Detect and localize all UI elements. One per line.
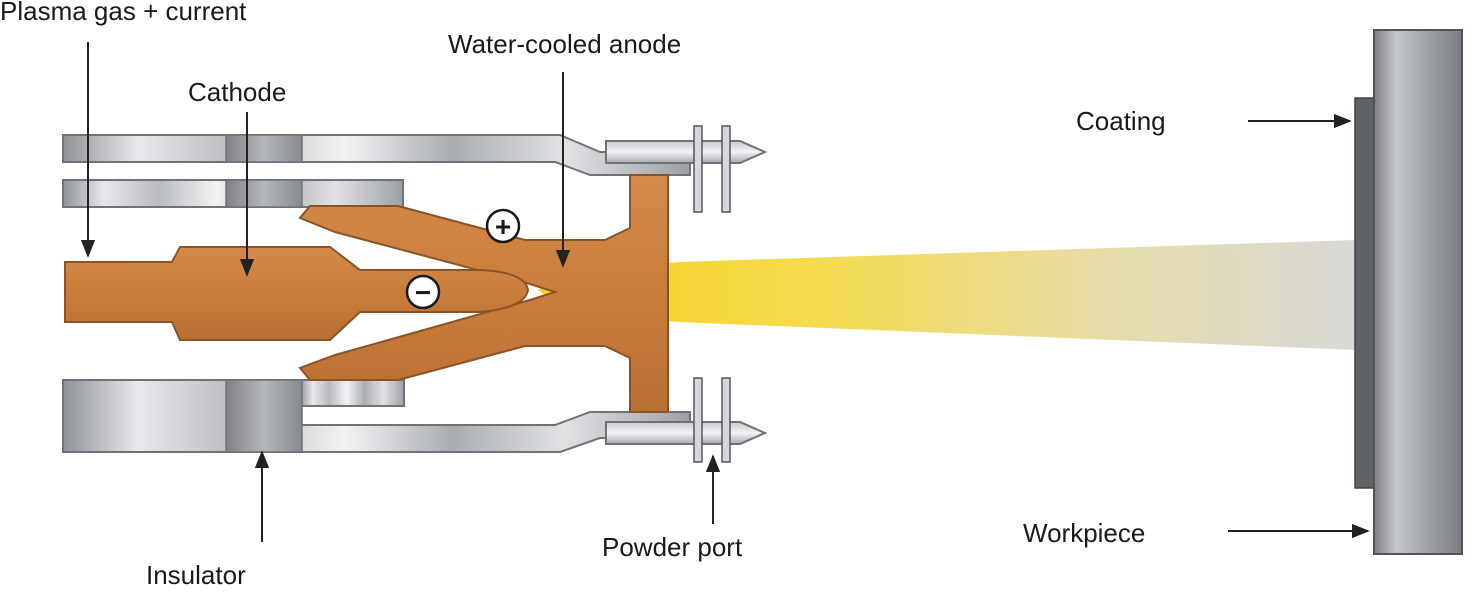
label-plasma-gas: Plasma gas + current: [0, 0, 247, 26]
insulator-top-outer: [225, 134, 303, 163]
powder-port-bottom: [605, 377, 768, 463]
minus-sign: −: [405, 274, 441, 310]
housing-bottom-inner: [299, 379, 405, 407]
insulator-bottom: [225, 379, 303, 453]
anode-body: [298, 174, 669, 413]
powder-port-top: [605, 125, 768, 213]
plasma-plume: [538, 240, 1355, 350]
label-insulator: Insulator: [146, 560, 246, 590]
label-powder-port: Powder port: [602, 532, 743, 562]
svg-text:+: +: [495, 211, 511, 242]
workpiece: [1373, 29, 1463, 555]
cathode-body: [64, 246, 530, 341]
svg-text:−: −: [415, 277, 431, 308]
label-workpiece: Workpiece: [1023, 518, 1145, 548]
label-anode: Water-cooled anode: [448, 29, 681, 59]
plus-sign: +: [485, 208, 521, 244]
label-coating: Coating: [1076, 106, 1166, 136]
label-cathode: Cathode: [188, 77, 286, 107]
housing-top-outer: [62, 134, 691, 176]
insulator-top-inner: [225, 179, 303, 208]
